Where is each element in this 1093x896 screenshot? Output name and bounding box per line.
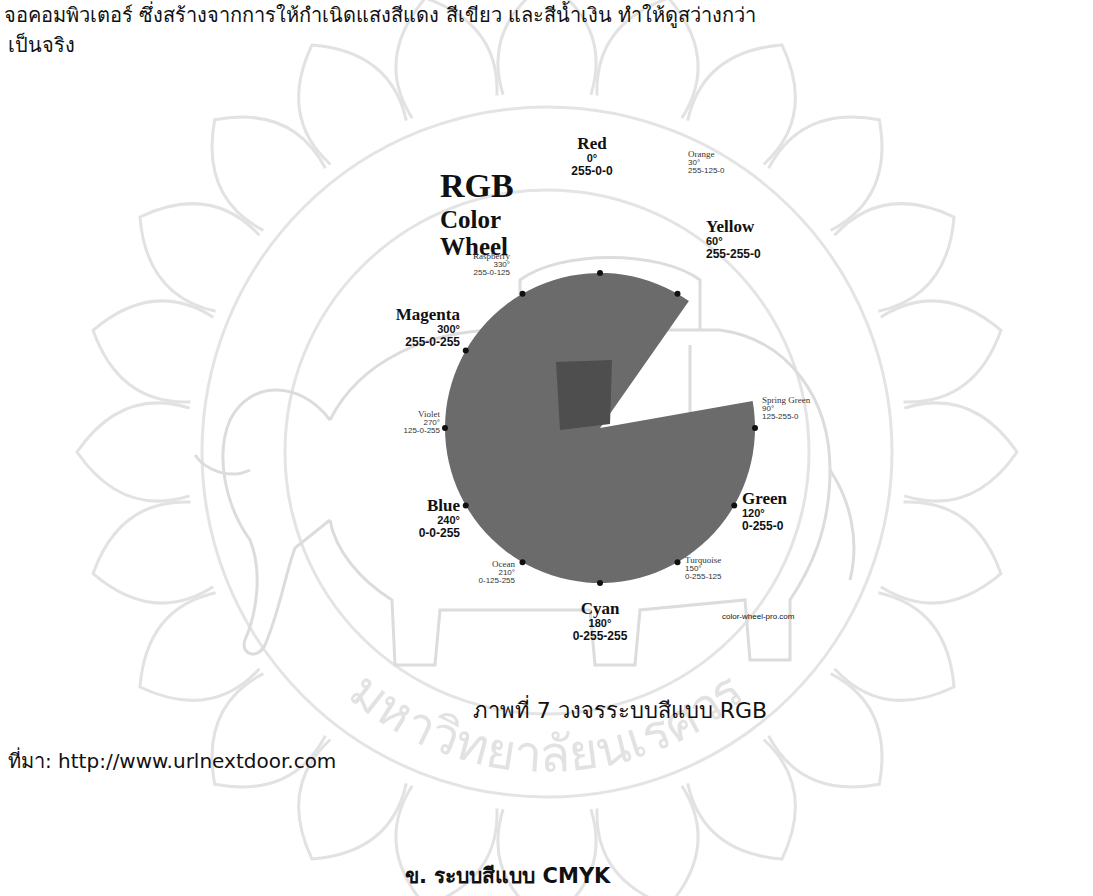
hue-name: Magenta	[396, 306, 460, 323]
hue-name: Spring Green	[762, 396, 810, 405]
lotus-petal	[140, 593, 260, 701]
rgb-value: 255-0-0	[571, 164, 612, 178]
hue-name: Green	[742, 490, 787, 507]
lotus-petal	[904, 403, 1017, 501]
lotus-petal	[688, 45, 796, 165]
lotus-petal	[299, 45, 407, 165]
seal-ring	[202, 107, 892, 797]
color-wheel	[442, 270, 758, 586]
lotus-petal	[881, 301, 1001, 402]
hue-name: Turquoise	[685, 556, 721, 565]
hue-name: Raspberry	[473, 252, 510, 261]
rgb-value: 255-0-255	[405, 335, 460, 349]
hue-angle: 270°	[423, 419, 440, 427]
hue-marker	[597, 270, 603, 276]
wheel-disc	[445, 273, 755, 583]
saddle-pattern	[556, 360, 612, 430]
rgb-value: 125-255-0	[762, 413, 798, 421]
rgb-value: 0-125-255	[479, 577, 515, 585]
figure-title: Color	[440, 206, 501, 235]
hue-name: Violet	[418, 410, 440, 419]
hue-angle: 60°	[706, 235, 723, 247]
source-text: ที่มา: http://www.urlnextdoor.com	[8, 750, 336, 773]
rgb-value: 0-255-125	[685, 573, 721, 581]
lotus-petal	[93, 301, 213, 402]
hue-name: Yellow	[706, 218, 754, 235]
hue-angle: 30°	[688, 159, 700, 167]
lotus-petal	[881, 502, 1001, 603]
lotus-petal	[688, 740, 796, 860]
hue-marker	[675, 291, 681, 297]
hue-marker	[463, 503, 469, 509]
hue-name: Red	[577, 135, 606, 152]
hue-angle: 120°	[742, 507, 765, 519]
body-text: จอคอมพิวเตอร์ ซึ่งสร้างจากการให้กำเนิดแส…	[4, 4, 756, 27]
section-heading: ข. ระบบสีแบบ CMYK	[405, 864, 610, 888]
rgb-value: 0-255-0	[742, 519, 783, 533]
hue-marker	[463, 348, 469, 354]
lotus-petal	[93, 502, 213, 603]
rgb-value: 255-255-0	[706, 247, 761, 261]
lotus-petal	[140, 204, 260, 312]
rgb-value: 255-125-0	[688, 167, 724, 175]
hue-name: Blue	[427, 497, 460, 514]
hue-marker	[520, 559, 526, 565]
hue-angle: 90°	[762, 405, 774, 413]
hue-angle: 150°	[685, 565, 702, 573]
hue-angle: 0°	[587, 152, 598, 164]
rgb-value: 255-0-125	[474, 269, 510, 277]
hue-marker	[442, 425, 448, 431]
elephant-figure	[195, 258, 854, 666]
hue-marker	[752, 425, 758, 431]
figure-caption: ภาพที่ 7 วงจรระบบสีแบบ RGB	[473, 698, 767, 723]
hue-marker	[520, 291, 526, 297]
hue-angle: 180°	[589, 617, 612, 629]
rgb-value: 0-255-255	[573, 629, 628, 643]
figure-title: RGB	[440, 166, 514, 205]
hue-name: Orange	[688, 150, 715, 159]
hue-angle: 210°	[498, 569, 515, 577]
seal-ring	[285, 190, 809, 714]
hue-name: Ocean	[492, 560, 515, 569]
hue-name: Cyan	[581, 600, 620, 617]
rgb-value: 125-0-255	[404, 427, 440, 435]
rgb-value: 0-0-255	[419, 526, 460, 540]
body-text: เป็นจริง	[8, 34, 75, 57]
credit-text: color-wheel-pro.com	[722, 612, 794, 621]
lotus-petal	[835, 593, 955, 701]
hue-marker	[675, 559, 681, 565]
hue-angle: 240°	[437, 514, 460, 526]
hue-angle: 300°	[437, 323, 460, 335]
lotus-petal	[77, 403, 190, 501]
hue-marker	[597, 580, 603, 586]
lotus-petal	[597, 786, 698, 896]
hue-marker	[731, 503, 737, 509]
lotus-petal	[835, 204, 955, 312]
hue-angle: 330°	[493, 261, 510, 269]
